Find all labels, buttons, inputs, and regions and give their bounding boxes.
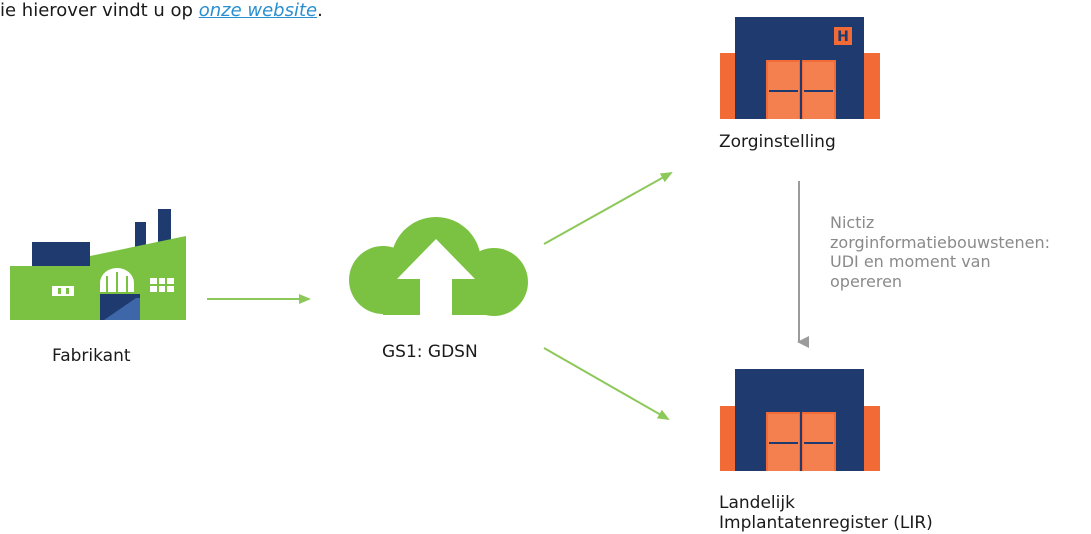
care-institution-label: Zorginstelling bbox=[719, 132, 836, 152]
registry-building-icon bbox=[720, 369, 880, 471]
manufacturer-label: Fabrikant bbox=[52, 346, 131, 366]
cloud-upload-icon bbox=[349, 217, 528, 318]
intro-text-after: . bbox=[317, 0, 323, 21]
intro-text: ie hierover vindt u op onze website. bbox=[0, 0, 323, 23]
registry-label-line2: Implantatenregister (LIR) bbox=[719, 513, 933, 533]
website-link[interactable]: onze website bbox=[198, 0, 318, 21]
data-flow-note: Nictiz zorginformatiebouwstenen: UDI en … bbox=[830, 213, 1051, 291]
intro-text-before: ie hierover vindt u op bbox=[0, 0, 199, 21]
arrow-gdsn-to-care-institution bbox=[543, 172, 673, 245]
factory-icon bbox=[10, 209, 186, 320]
arrow-gdsn-to-registry bbox=[543, 347, 670, 420]
hospital-icon: H bbox=[720, 17, 880, 119]
hospital-sign: H bbox=[837, 29, 849, 45]
gdsn-label: GS1: GDSN bbox=[382, 342, 478, 362]
registry-label-line1: Landelijk bbox=[719, 493, 795, 513]
